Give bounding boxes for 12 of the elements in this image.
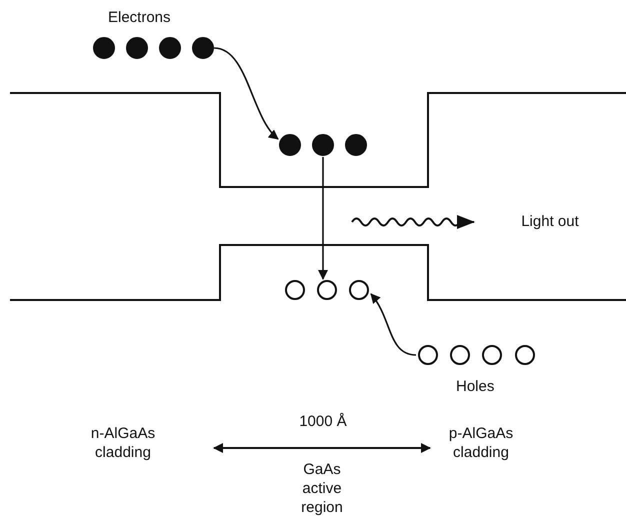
- dimension-label: 1000 Å: [298, 412, 348, 431]
- light-out-label: Light out: [520, 212, 580, 231]
- region-label: GaAs active region: [300, 460, 344, 517]
- arrow: [370, 293, 416, 356]
- hole-dots-icon: [283, 279, 371, 301]
- arrow: [318, 157, 328, 280]
- region-label: n-AlGaAs cladding: [90, 424, 156, 462]
- arrow: [214, 47, 279, 140]
- group-label: Electrons: [108, 8, 171, 27]
- group-label: Holes: [456, 377, 494, 396]
- electron-dots-icon: [278, 133, 368, 157]
- region-label: p-AlGaAs cladding: [448, 424, 514, 462]
